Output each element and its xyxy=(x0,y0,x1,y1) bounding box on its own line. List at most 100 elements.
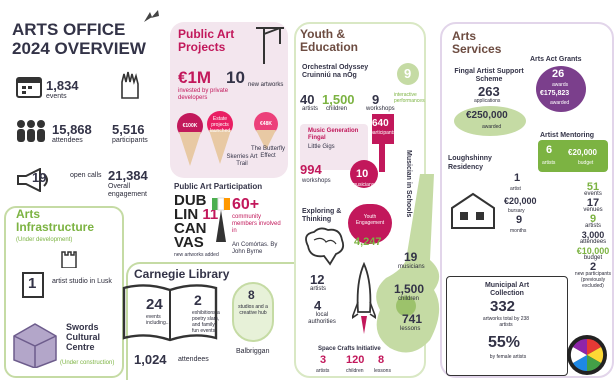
participation-count: 60+ xyxy=(232,196,260,213)
building-icon xyxy=(13,323,57,368)
open-book-icon xyxy=(122,284,218,342)
space-title: Space Crafts Initiative xyxy=(318,346,381,352)
svc-budget-label: budget xyxy=(583,255,603,261)
flag-figure-icon xyxy=(212,197,230,242)
mentoring-artists-count: 6 xyxy=(546,144,553,156)
odyssey-artists-label: artists xyxy=(302,106,319,112)
balbriggan-blob xyxy=(232,282,274,342)
space-artists-label: artists xyxy=(316,368,330,374)
svc-new-count: 2 xyxy=(589,261,597,273)
svc-events-count: 51 xyxy=(586,181,600,193)
dublin-canvas-logo: DUB LIN 11 CAN VAS xyxy=(174,192,219,250)
fingal-money-label: awarded xyxy=(482,124,502,130)
space-lessons-label: lessons xyxy=(374,368,391,374)
grants-money: €175,823 xyxy=(540,90,570,97)
brain-icon xyxy=(305,227,345,266)
artworks-label: new artworks xyxy=(248,82,284,88)
nine-circle-icon xyxy=(397,63,419,85)
rocket-icon xyxy=(352,262,376,334)
odyssey-workshops-count: 9 xyxy=(372,92,380,107)
ice-cream-icon-2 xyxy=(207,111,233,164)
carnegie-title: Carnegie Library xyxy=(134,267,230,281)
mis-children-count: 1,500 xyxy=(394,282,425,296)
youth-title: Youth & Education xyxy=(300,27,359,54)
million-label: invested by private developers xyxy=(178,88,229,101)
balbriggan-place: Balbriggan xyxy=(236,348,270,355)
colour-wheel-icon xyxy=(567,335,607,375)
participants-label: participants xyxy=(112,137,148,144)
svc-artists-count: 9 xyxy=(589,213,597,225)
fingal-apps-count: 263 xyxy=(478,84,500,99)
logo-dub: DUB xyxy=(174,192,207,209)
odyssey-title: Orchestral Odyssey Cruinniú na nÓg xyxy=(302,64,369,79)
mentoring-title: Artist Mentoring xyxy=(540,132,595,139)
grants-title: Arts Act Grants xyxy=(530,56,582,63)
calendar-icon xyxy=(16,77,42,98)
exploring-artists-label: artists xyxy=(310,286,327,292)
youth-engagement-heart xyxy=(348,204,392,244)
swords-subtitle: (Under construction) xyxy=(60,360,115,366)
right-stats: 51 events 17 venues 9 artists 3,000 atte… xyxy=(574,181,612,290)
musicians-label: musicians xyxy=(352,182,375,188)
lough-title: Loughshinny Residency xyxy=(448,155,492,171)
exploring-auth-count: 4 xyxy=(314,298,322,313)
mac-title: Municipal Art Collection xyxy=(484,282,530,297)
mentoring-artists-label: artists xyxy=(542,160,556,166)
castle-icon xyxy=(61,251,77,268)
crane-icon xyxy=(256,27,284,64)
services-panel xyxy=(440,22,614,378)
svc-new-label: new participants (previously excluded) xyxy=(574,271,612,289)
carnegie-attendees-label: attendees xyxy=(178,356,209,363)
title-line-1: ARTS OFFICE xyxy=(12,20,126,39)
interactive-label: interactive performances xyxy=(394,92,425,104)
mentoring-budget-label: budget xyxy=(578,160,594,166)
mac-box xyxy=(446,276,568,376)
mis-children-label: children xyxy=(398,296,420,302)
lough-months-count: 9 xyxy=(516,214,523,226)
overall-label: Overall engagement xyxy=(108,183,147,198)
participation-label: community members involved in xyxy=(232,214,281,234)
mis-lessons-label: lessons xyxy=(400,326,421,332)
lough-months-label: months xyxy=(510,228,527,234)
birds-icon xyxy=(144,10,159,22)
infrastructure-title: Arts Infrastructure xyxy=(16,207,95,234)
space-children-label: children xyxy=(346,368,364,374)
events-label: events xyxy=(46,93,67,100)
musicgen-title: Music Generation Fingal xyxy=(308,128,359,141)
mis-musicians-label: musicians xyxy=(398,264,425,270)
studio-box xyxy=(22,272,44,298)
space-artists-count: 3 xyxy=(320,354,327,366)
studio-label: artist studio in Lusk xyxy=(52,278,112,285)
balbriggan-label: studios and a creative hub xyxy=(238,304,268,316)
logo-eleven: 11 xyxy=(202,206,219,223)
musicgen-workshops-count: 994 xyxy=(300,162,322,177)
svc-venues-label: venues xyxy=(583,207,603,213)
musicgen-sub: Little Gigs xyxy=(308,144,335,150)
svc-artists-label: artists xyxy=(584,223,601,229)
million-amount: €1M xyxy=(178,68,212,87)
artworks-count: 10 xyxy=(226,68,245,87)
mis-title: Musician in Schools xyxy=(405,150,412,218)
carnegie-events-count: 24 xyxy=(146,296,163,313)
title-line-2: 2024 OVERVIEW xyxy=(12,39,146,58)
balbriggan-count: 8 xyxy=(248,288,255,302)
raised-hands-icon xyxy=(121,71,139,99)
guitar-icon xyxy=(376,174,440,353)
megaphone-icon xyxy=(17,168,48,192)
space-lessons-count: 8 xyxy=(378,354,385,366)
butterfly-label: The Butterfly Effect xyxy=(250,146,285,159)
house-icon xyxy=(451,192,495,229)
svc-budget: €10,000 xyxy=(576,246,610,256)
lough-bursary-label: bursary xyxy=(508,208,525,214)
interactive-count: 9 xyxy=(404,66,412,81)
music-note-icon xyxy=(350,114,394,188)
ice-cream-icon-3 xyxy=(254,112,278,150)
open-calls-count: 19 xyxy=(32,170,47,185)
exploring-artists-count: 12 xyxy=(310,272,325,287)
musicians-count: 10 xyxy=(356,168,369,180)
logo-lin: LIN xyxy=(174,206,199,223)
grants-money-label: awarded xyxy=(550,100,570,106)
fingal-money: €250,000 xyxy=(466,110,508,121)
carnegie-exhib-count: 2 xyxy=(194,292,202,308)
participation-work: An Comórtas. By John Byrne xyxy=(232,242,278,255)
